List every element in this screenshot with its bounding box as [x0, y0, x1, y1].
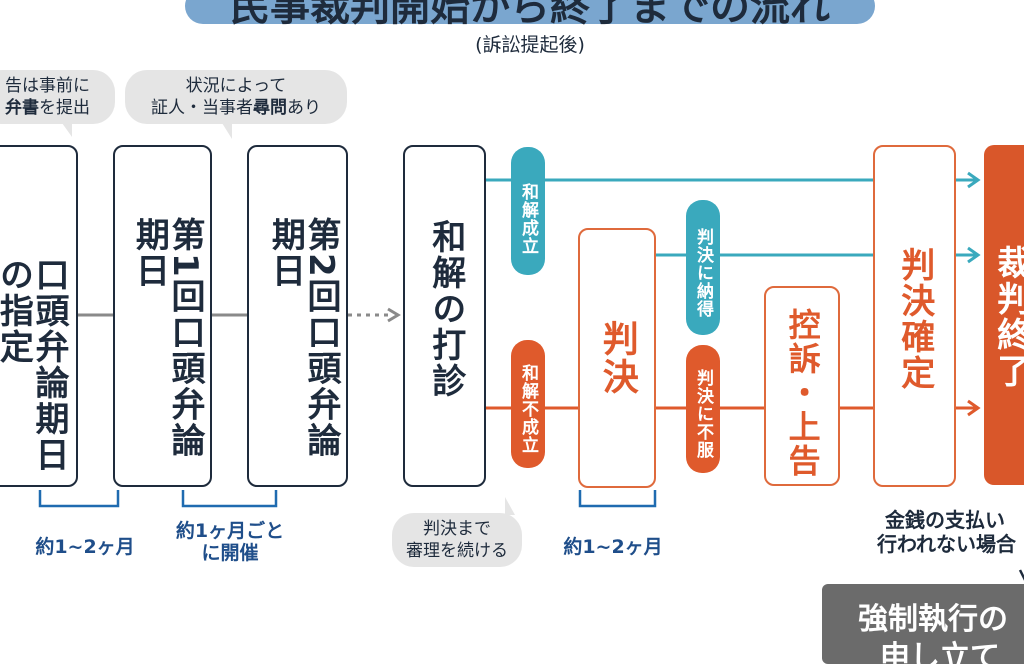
- trial-end-box: 裁判終了: [984, 145, 1024, 485]
- title-highlight: [185, 0, 875, 24]
- first-hearing-label: 第1回口頭弁論期日: [129, 217, 205, 459]
- note-bubble-middle: 状況によって 証人・当事者尋問あり: [125, 70, 347, 124]
- page-title: 民事裁判開始から終了までの流れ: [230, 0, 830, 30]
- dissatisfied-pill: 判決に不服: [686, 345, 720, 473]
- bubble-tail: [222, 123, 232, 139]
- appeal-box: 控訴・上告: [764, 286, 840, 486]
- second-hearing-label: 第2回口頭弁論期日: [265, 217, 341, 459]
- duration-label-3: 約1~2ヶ月: [563, 536, 663, 558]
- settlement-box: 和解の打診: [403, 145, 486, 487]
- not-settled-pill: 和解不成立: [511, 340, 545, 468]
- accept-pill: 判決に納得: [686, 200, 720, 335]
- designation-box: 口頭弁論期日の指定: [0, 145, 78, 487]
- judgment-box: 判決: [578, 228, 656, 488]
- designation-label: 口頭弁論期日の指定: [0, 257, 69, 473]
- bubble-tail: [505, 497, 515, 515]
- enforcement-box: 強制執行の 申し立て: [822, 584, 1024, 664]
- duration-label-1: 約1~2ヶ月: [35, 536, 135, 558]
- first-hearing-box: 第1回口頭弁論期日: [113, 145, 212, 487]
- settled-pill: 和解成立: [511, 147, 545, 275]
- settlement-label: 和解の打診: [425, 219, 466, 399]
- second-hearing-box: 第2回口頭弁論期日: [247, 145, 348, 487]
- final-judgment-box: 判決確定: [873, 145, 956, 487]
- duration-label-2: 約1ヶ月ごと に開催: [175, 520, 285, 564]
- final-judgment-label: 判決確定: [894, 247, 935, 391]
- note-bubble-bottom: 判決まで 審理を続ける: [392, 513, 522, 567]
- appeal-label: 控訴・上告: [783, 308, 822, 478]
- bubble-tail: [62, 123, 72, 137]
- trial-end-label: 裁判終了: [990, 245, 1024, 389]
- payment-note: 金銭の支払い 行われない場合: [877, 508, 1016, 556]
- page-subtitle: (訴訟提起後): [475, 34, 585, 56]
- judgment-label: 判決: [596, 320, 638, 396]
- note-bubble-left: 告は事前に 弁書を提出: [0, 70, 115, 124]
